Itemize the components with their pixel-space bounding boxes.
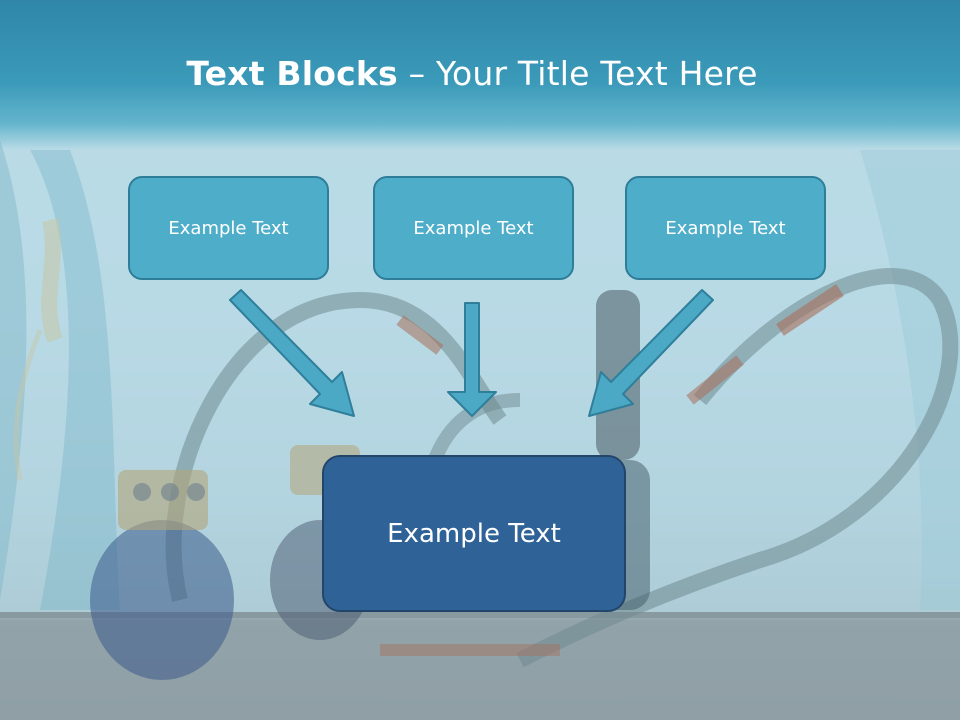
text-block-1-label: Example Text — [168, 217, 289, 239]
main-text-block-label: Example Text — [387, 518, 561, 549]
title-dash: – — [397, 54, 436, 93]
slide-title: Text Blocks – Your Title Text Here — [0, 52, 944, 96]
main-text-block[interactable]: Example Text — [322, 455, 626, 612]
text-block-2[interactable]: Example Text — [373, 176, 574, 280]
text-block-3[interactable]: Example Text — [625, 176, 826, 280]
title-band — [0, 0, 960, 150]
text-block-1[interactable]: Example Text — [128, 176, 329, 280]
text-block-3-label: Example Text — [665, 217, 786, 239]
text-block-2-label: Example Text — [413, 217, 534, 239]
title-bold: Text Blocks — [186, 54, 398, 93]
title-rest: Your Title Text Here — [435, 54, 758, 93]
